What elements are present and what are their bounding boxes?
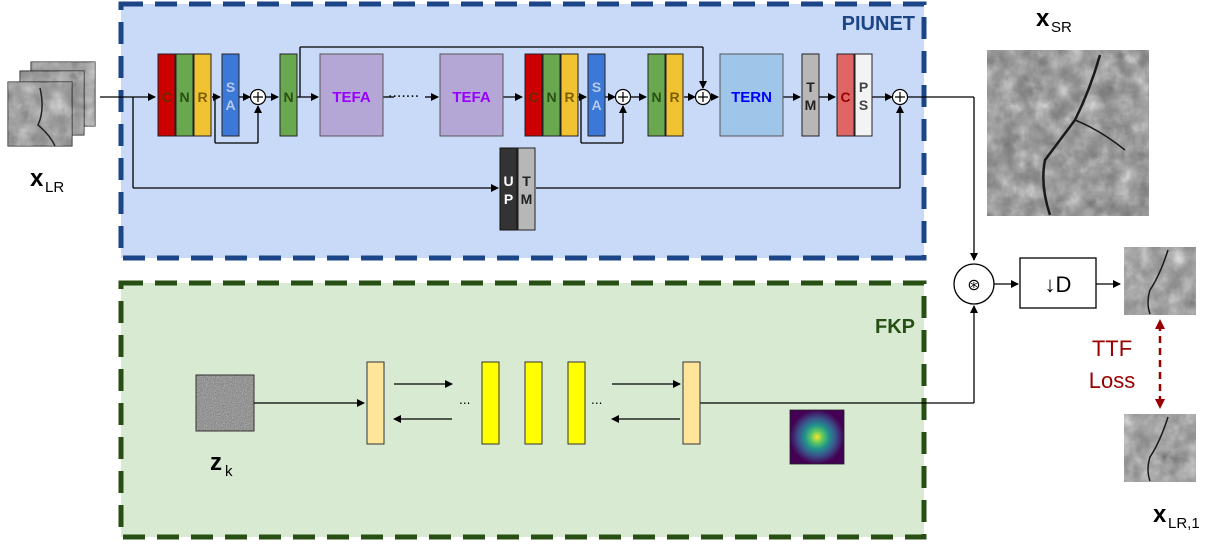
block-tefa-2: TEFA [439, 53, 504, 137]
block-sa-1: S A [221, 53, 240, 137]
svg-text:A: A [591, 97, 601, 113]
lr1-image [1124, 414, 1196, 482]
svg-text:C: C [528, 89, 538, 105]
fkp-flow-lines [254, 305, 978, 423]
svg-text:S: S [859, 97, 868, 113]
svg-text:S: S [592, 79, 601, 95]
svg-text:P: P [859, 79, 868, 95]
svg-text:⊛: ⊛ [967, 275, 980, 294]
svg-text:↓D: ↓D [1045, 272, 1072, 297]
block-tern: TERN [719, 53, 784, 137]
downsample-block: ↓D [1019, 257, 1097, 309]
main-flow-lines [100, 46, 978, 261]
fkp-ellipsis-2: ... [591, 393, 602, 407]
fkp-layer-4 [567, 361, 586, 445]
block-r-3: R [665, 53, 684, 137]
svg-text:T: T [522, 173, 531, 189]
block-r-1: R [193, 53, 212, 137]
svg-text:M: M [521, 191, 533, 207]
x-lr-label: x [30, 165, 44, 192]
add-node-2 [614, 88, 632, 106]
block-up: U P [499, 147, 518, 231]
ttf-label: TTF [1092, 336, 1132, 361]
svg-text:TEFA: TEFA [332, 89, 371, 106]
x-lr1-label: x [1153, 501, 1167, 528]
block-tefa-1: TEFA [319, 53, 384, 137]
x-sr-subscript: SR [1051, 19, 1072, 36]
svg-text:N: N [283, 89, 293, 105]
lr-estimated-image [1124, 247, 1196, 315]
kernel-image [789, 409, 845, 465]
z-noise-image [195, 374, 255, 432]
svg-text:R: R [669, 89, 679, 105]
svg-text:M: M [805, 97, 817, 113]
svg-text:T: T [806, 79, 815, 95]
svg-text:TERN: TERN [731, 89, 772, 106]
svg-text:S: S [226, 79, 235, 95]
block-n-1: N [175, 53, 194, 137]
fkp-layer-2 [481, 361, 500, 445]
svg-text:P: P [504, 191, 513, 207]
svg-text:U: U [503, 173, 513, 189]
svg-text:A: A [225, 97, 235, 113]
svg-text:N: N [179, 89, 189, 105]
block-tm-1: T M [801, 53, 820, 137]
block-r-2: R [560, 53, 579, 137]
block-n-2: N [279, 53, 298, 137]
block-c-1: C [157, 53, 176, 137]
svg-text:R: R [197, 89, 207, 105]
svg-text:N: N [546, 89, 556, 105]
svg-text:N: N [651, 89, 661, 105]
block-c-2: C [524, 53, 543, 137]
add-node-3 [694, 88, 712, 106]
fkp-layer-1 [366, 361, 385, 445]
svg-text:R: R [564, 89, 574, 105]
fkp-ellipsis-1: ... [459, 393, 470, 407]
fkp-layer-3 [524, 361, 543, 445]
block-n-4: N [647, 53, 666, 137]
add-node-1 [249, 88, 267, 106]
svg-text:C: C [161, 89, 171, 105]
loss-label: Loss [1089, 368, 1135, 393]
input-lr-stack [7, 61, 96, 147]
piunet-title: PIUNET [842, 13, 915, 35]
block-tm-2: T M [517, 147, 536, 231]
tefa-ellipsis: ······· [388, 89, 419, 105]
svg-text:C: C [840, 89, 850, 105]
convolution-node: ⊛ [953, 263, 995, 305]
z-subscript: k [225, 463, 233, 480]
add-node-4 [891, 88, 909, 106]
block-c-3: C [836, 53, 855, 137]
block-n-3: N [542, 53, 561, 137]
fkp-layer-5 [682, 361, 701, 445]
x-sr-label: x [1036, 5, 1050, 32]
x-lr-subscript: LR [45, 179, 64, 196]
block-sa-2: S A [587, 53, 606, 137]
sr-output-image [987, 50, 1149, 216]
x-lr1-subscript: LR,1 [1168, 515, 1200, 532]
z-label: z [210, 449, 222, 476]
fkp-title: FKP [875, 316, 915, 338]
svg-text:TEFA: TEFA [452, 89, 491, 106]
block-ps: P S [854, 53, 873, 137]
